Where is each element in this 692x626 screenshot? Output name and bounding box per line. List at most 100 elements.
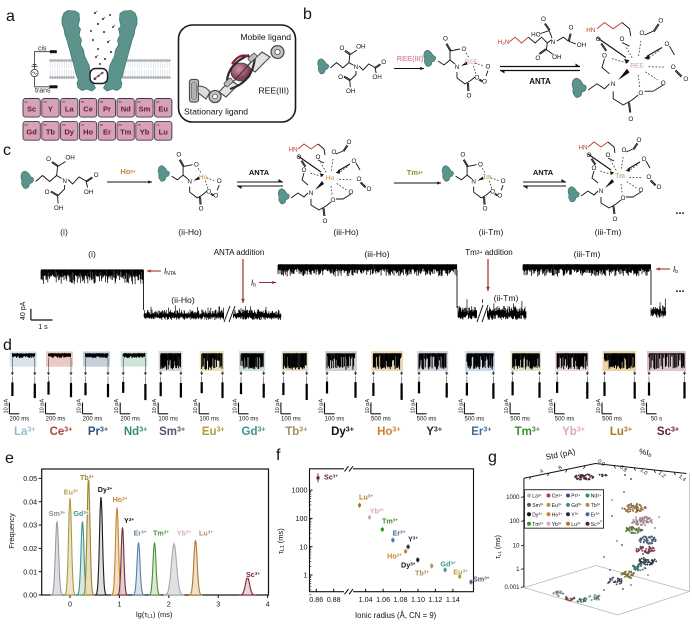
svg-text:OH: OH: [552, 54, 562, 61]
svg-text:1.14: 1.14: [446, 595, 460, 604]
svg-text:1: 1: [117, 600, 121, 609]
svg-text:Dy3+: Dy3+: [532, 512, 542, 518]
svg-text:N: N: [471, 179, 476, 186]
svg-text:Tb3+: Tb3+: [285, 425, 307, 438]
svg-text:Eu: Eu: [158, 104, 168, 113]
svg-text:Yb3+: Yb3+: [370, 506, 385, 515]
svg-text:64: 64: [25, 123, 29, 127]
svg-text:cis: cis: [38, 46, 47, 53]
svg-text:62: 62: [137, 100, 141, 104]
svg-text:Gd: Gd: [26, 127, 37, 136]
svg-text:0.04: 0.04: [23, 497, 37, 506]
svg-text:ANTA: ANTA: [529, 77, 551, 86]
svg-text:66: 66: [62, 123, 66, 127]
svg-text:a: a: [6, 8, 15, 25]
svg-text:Tm3+: Tm3+: [515, 425, 540, 438]
svg-text:O: O: [587, 152, 592, 159]
svg-text:100: 100: [509, 519, 520, 525]
svg-text:Eu3+: Eu3+: [64, 488, 79, 497]
svg-text:(ii-Ho): (ii-Ho): [171, 295, 195, 305]
svg-text:O: O: [338, 74, 343, 81]
svg-text:OH: OH: [84, 189, 94, 196]
svg-text:HN: HN: [586, 27, 596, 34]
svg-text:Er3+: Er3+: [134, 529, 147, 538]
svg-text:O: O: [541, 16, 546, 23]
svg-text:O: O: [462, 46, 467, 53]
svg-text:Tm3+: Tm3+: [407, 168, 424, 177]
svg-text:O: O: [352, 158, 357, 165]
svg-text:10 pA: 10 pA: [114, 399, 120, 414]
svg-text:71: 71: [156, 123, 160, 127]
svg-text:Er: Er: [103, 127, 111, 136]
svg-text:O: O: [661, 80, 666, 87]
svg-text:1: 1: [304, 571, 308, 580]
svg-text:8: 8: [558, 465, 564, 472]
svg-text:0.02: 0.02: [23, 544, 37, 553]
svg-text:200 ms: 200 ms: [10, 417, 30, 423]
svg-text:Stationary ligand: Stationary ligand: [184, 107, 248, 117]
svg-text:Ho3+: Ho3+: [113, 495, 128, 504]
svg-text:(iii-Tm): (iii-Tm): [574, 249, 601, 259]
svg-text:10 pA: 10 pA: [641, 399, 647, 414]
svg-text:N: N: [187, 179, 192, 186]
svg-text:1.2: 1.2: [657, 470, 667, 479]
svg-text:500 ms: 500 ms: [371, 417, 391, 423]
svg-text:0.00: 0.00: [23, 591, 37, 600]
svg-text:REE(III): REE(III): [397, 54, 424, 63]
svg-text:HN: HN: [578, 145, 588, 152]
svg-text:O: O: [475, 75, 480, 82]
svg-text:O: O: [94, 172, 99, 179]
svg-text:Ce: Ce: [83, 104, 93, 113]
svg-text:Yb3+: Yb3+: [552, 522, 562, 528]
svg-text:500 ms: 500 ms: [465, 417, 485, 423]
svg-text:Dy3+: Dy3+: [331, 425, 354, 438]
svg-text:Ib: Ib: [251, 279, 256, 289]
svg-text:O: O: [302, 167, 307, 174]
svg-text:Eu3+: Eu3+: [453, 568, 468, 577]
svg-text:Sm3+: Sm3+: [159, 425, 185, 438]
svg-text:10: 10: [513, 544, 520, 550]
svg-text:100 ms: 100 ms: [325, 417, 345, 423]
svg-text:τL1 (ms): τL1 (ms): [276, 528, 286, 554]
svg-text:O: O: [367, 186, 372, 193]
svg-text:69: 69: [119, 123, 123, 127]
svg-text:O: O: [647, 174, 652, 181]
svg-text:500 ms: 500 ms: [510, 417, 530, 423]
svg-text:OH: OH: [54, 205, 64, 212]
svg-text:O: O: [486, 64, 491, 71]
svg-text:Std (pA): Std (pA): [545, 447, 576, 462]
svg-text:Y3+: Y3+: [124, 516, 134, 525]
svg-text:Y: Y: [48, 104, 53, 113]
svg-text:68: 68: [100, 123, 104, 127]
svg-text:0.86: 0.86: [309, 595, 323, 604]
svg-text:Lu3+: Lu3+: [571, 522, 580, 528]
svg-text:H2N: H2N: [498, 39, 510, 46]
svg-text:1.06: 1.06: [376, 595, 390, 604]
svg-text:Y3+: Y3+: [426, 425, 442, 438]
svg-text:Nd3+: Nd3+: [591, 493, 601, 499]
svg-text:100 ms: 100 ms: [158, 417, 178, 423]
svg-text:Dy3+: Dy3+: [98, 485, 113, 494]
svg-text:Sc3+: Sc3+: [324, 473, 338, 482]
svg-text:ANTA addition: ANTA addition: [214, 248, 265, 257]
svg-text:O: O: [194, 162, 199, 169]
svg-text:O: O: [467, 93, 472, 100]
svg-text:O: O: [46, 156, 51, 163]
svg-text:Ho: Ho: [83, 127, 93, 136]
svg-text:Tm3+: Tm3+: [153, 529, 169, 538]
svg-text:Tb3+: Tb3+: [415, 569, 429, 578]
svg-text:10 pA: 10 pA: [3, 399, 9, 414]
svg-text:O: O: [332, 149, 337, 156]
svg-text:0: 0: [68, 600, 72, 609]
svg-text:e: e: [5, 450, 14, 467]
svg-text:Sm3+: Sm3+: [49, 509, 66, 518]
svg-text:O: O: [213, 192, 218, 199]
svg-text:O: O: [501, 178, 506, 185]
svg-text:63: 63: [156, 100, 160, 104]
svg-text:Lu3+: Lu3+: [359, 492, 373, 501]
svg-text:O: O: [482, 79, 487, 86]
svg-text:10 pA: 10 pA: [319, 399, 325, 414]
svg-text:N: N: [551, 39, 556, 46]
svg-text:Sc3+: Sc3+: [591, 522, 601, 528]
svg-text:O: O: [665, 41, 670, 48]
